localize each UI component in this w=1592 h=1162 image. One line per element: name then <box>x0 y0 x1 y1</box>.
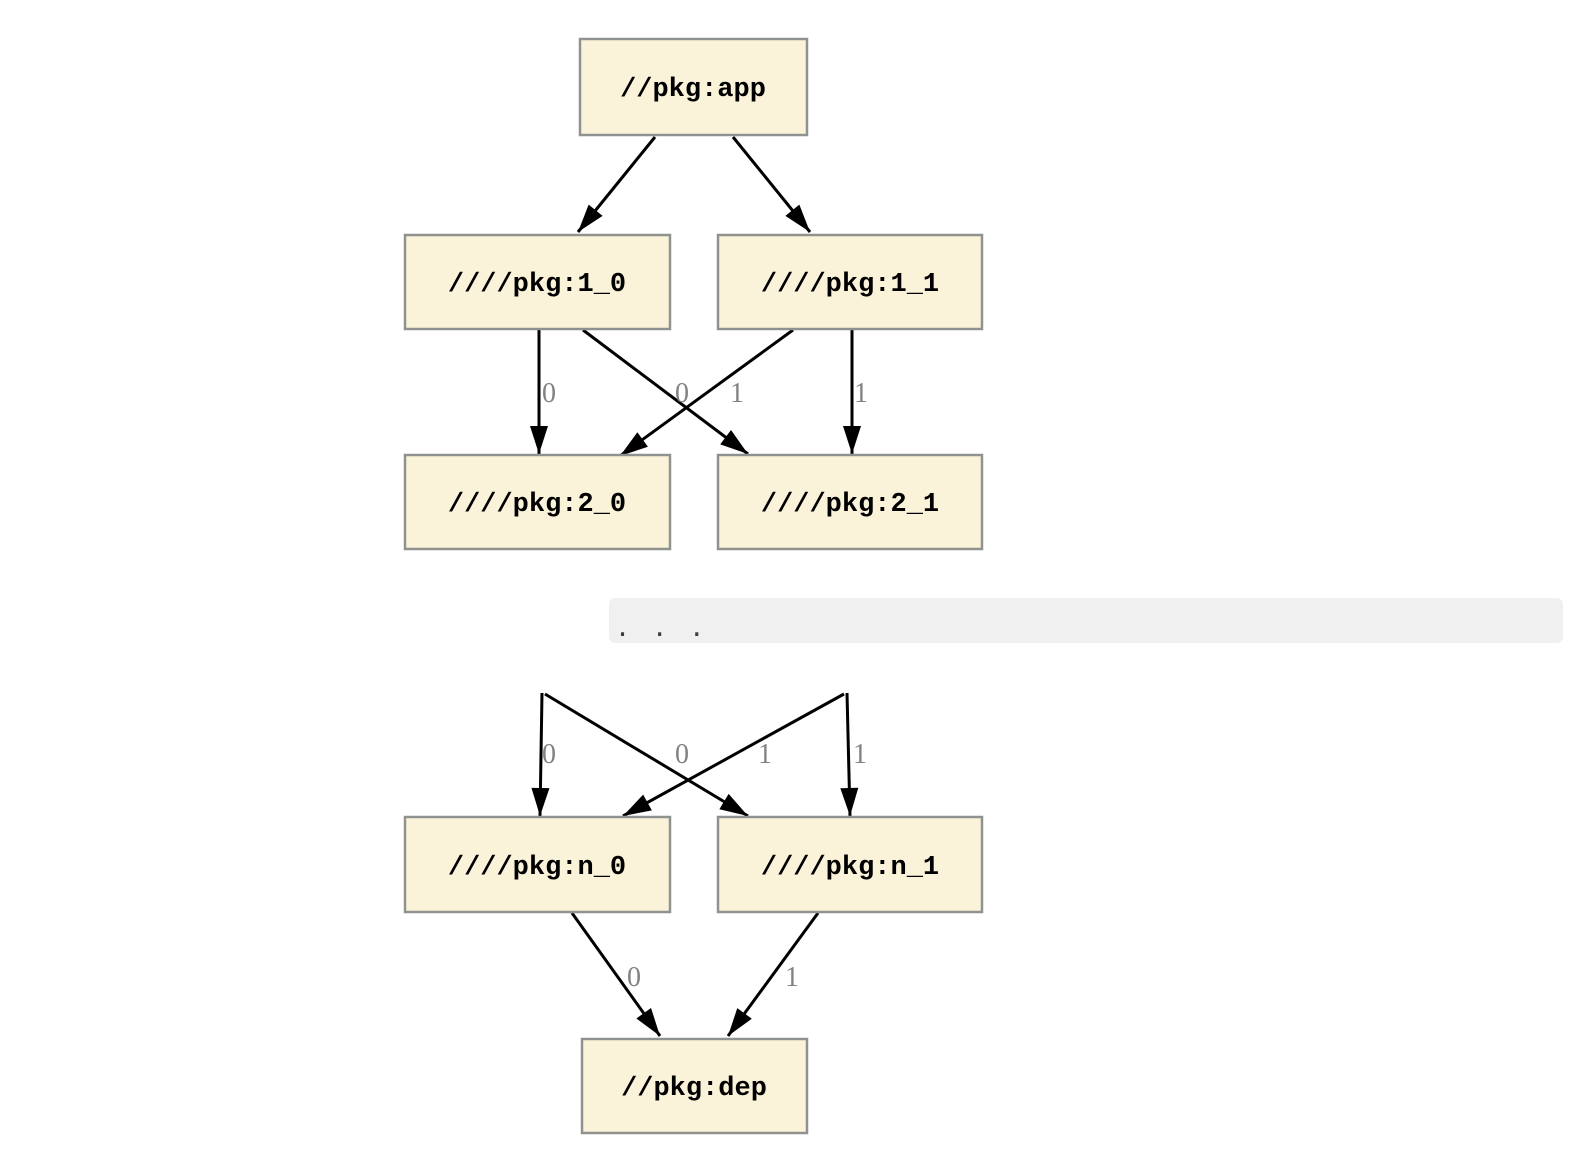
edge-label-n_0-dep: 0 <box>627 962 641 993</box>
edge-label-1_0-2_1: 0 <box>675 378 689 409</box>
node-dep: //pkg:dep <box>580 1037 809 1135</box>
code-block: . . . <box>609 598 1563 643</box>
node-1_1-box <box>716 233 984 331</box>
node-n_0-label: ////pkg:n_0 <box>448 853 626 883</box>
edge-continuation-to-n_1 <box>544 692 749 818</box>
node-2_0-box <box>403 453 672 551</box>
node-2_1-label: ////pkg:2_1 <box>761 490 939 520</box>
node-app-box <box>578 37 809 137</box>
edge-app-to-1_1 <box>731 136 812 233</box>
edge-app-to-1_0 <box>576 136 657 233</box>
node-dep-box <box>580 1037 809 1135</box>
node-1_0: ////pkg:1_0 <box>403 233 672 331</box>
edge-label-layer: 0 0 1 1 0 0 1 1 0 1 <box>542 378 868 993</box>
node-dep-label: //pkg:dep <box>621 1074 767 1104</box>
node-2_1: ////pkg:2_1 <box>716 453 984 551</box>
node-1_0-label: ////pkg:1_0 <box>448 270 626 300</box>
node-n_1-label: ////pkg:n_1 <box>761 853 939 883</box>
edge-label-cont-n_0: 0 <box>542 739 556 770</box>
node-app-label: //pkg:app <box>620 75 766 105</box>
edge-n_0-to-dep <box>570 912 662 1037</box>
edge-label-n_1-dep: 1 <box>785 962 799 993</box>
node-n_0: ////pkg:n_0 <box>403 815 672 914</box>
edge-label-1_1-2_0: 1 <box>730 378 744 409</box>
edge-n_1-to-dep <box>726 912 820 1037</box>
node-1_1-label: ////pkg:1_1 <box>761 270 939 300</box>
edge-continuation-to-n_0 <box>531 692 550 817</box>
node-n_0-box <box>403 815 672 914</box>
edge-1_1-to-2_0 <box>619 328 794 458</box>
edge-continuation-to-n_1-straight <box>840 692 859 817</box>
edge-label-cont-n_1-straight: 1 <box>853 739 867 770</box>
edge-label-1_1-2_1: 1 <box>854 378 868 409</box>
node-2_1-box <box>716 453 984 551</box>
node-2_0: ////pkg:2_0 <box>403 453 672 551</box>
node-n_1-box <box>716 815 984 914</box>
edge-label-1_0-2_0: 0 <box>542 378 556 409</box>
edge-continuation-to-n_0-cross <box>622 692 845 818</box>
edge-label-cont-n_1: 0 <box>675 739 689 770</box>
edge-layer <box>530 136 861 1037</box>
node-2_0-label: ////pkg:2_0 <box>448 490 626 520</box>
code-block-background <box>609 598 1563 643</box>
node-n_1: ////pkg:n_1 <box>716 815 984 914</box>
node-1_0-box <box>403 233 672 331</box>
edge-1_0-to-2_1 <box>582 328 749 456</box>
code-block-ellipsis: . . . <box>615 613 708 642</box>
edge-label-cont-n_0-cross: 1 <box>758 739 772 770</box>
node-1_1: ////pkg:1_1 <box>716 233 984 331</box>
node-app: //pkg:app <box>578 37 809 137</box>
